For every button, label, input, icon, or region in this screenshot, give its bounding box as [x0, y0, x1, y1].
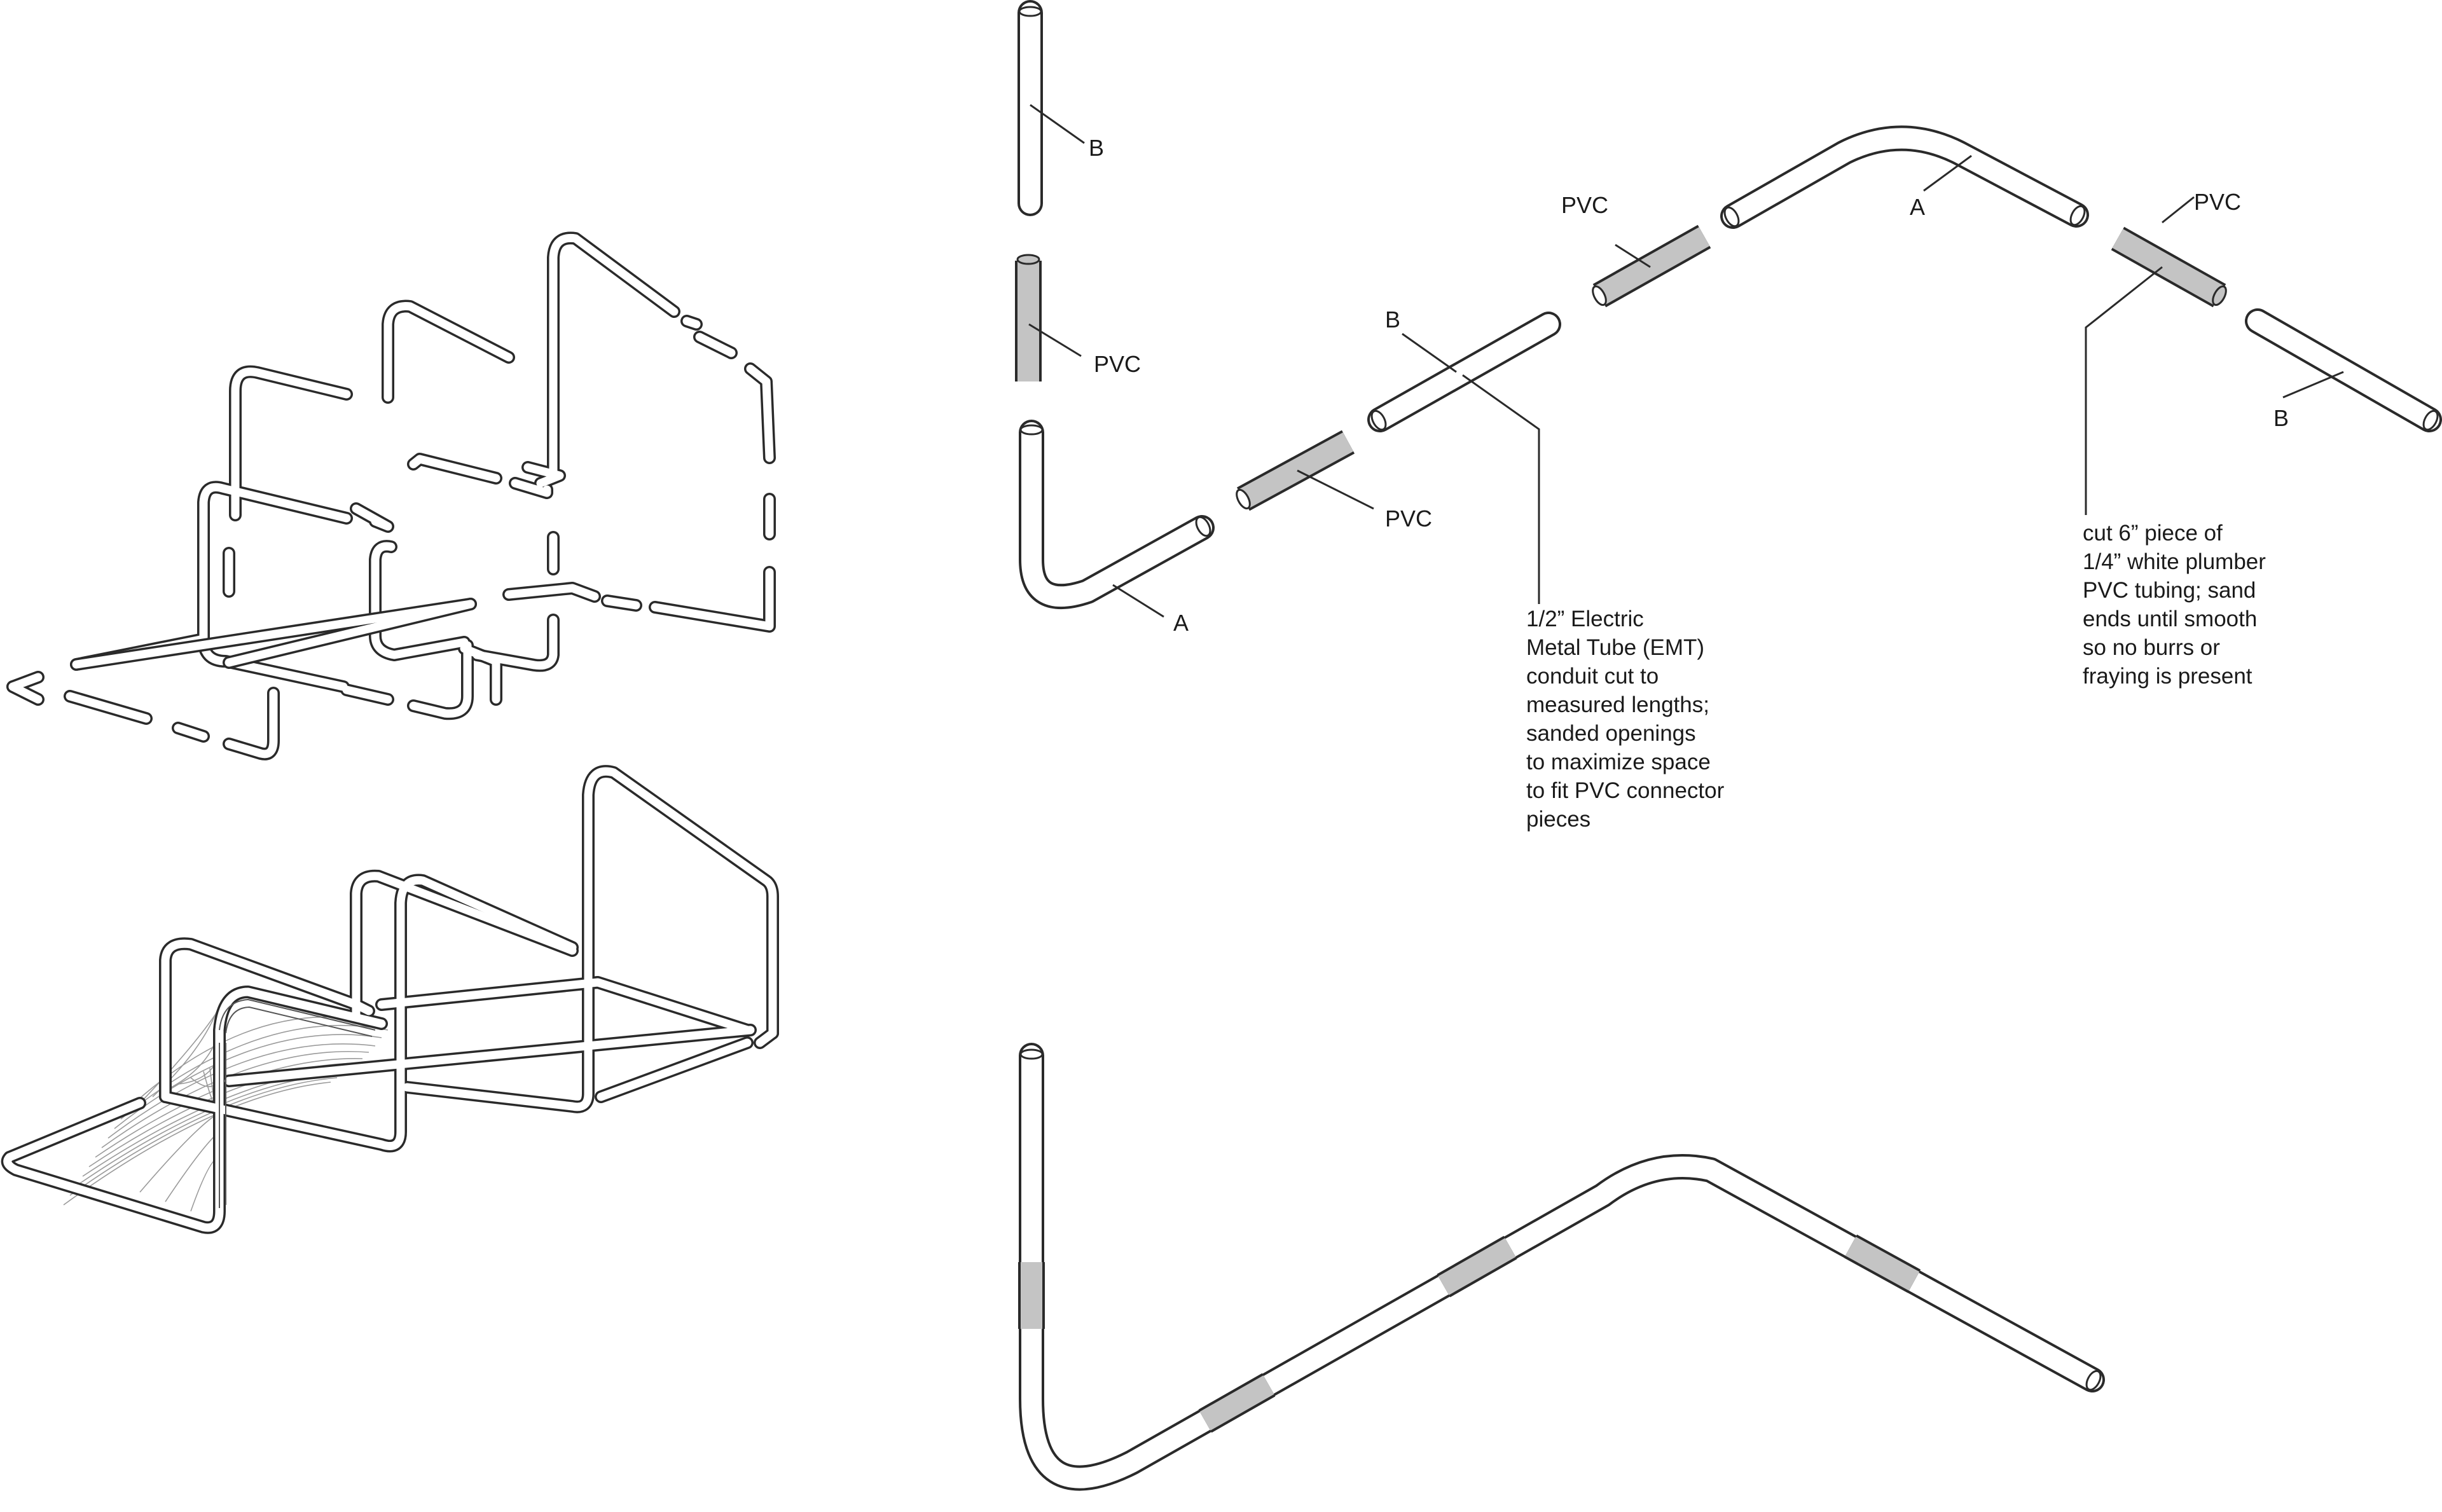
tube-b-vertical [1018, 0, 1043, 216]
exploded-frame-drawing [6, 231, 776, 760]
note-pvc-line: fraying is present [2083, 664, 2252, 689]
tube-a-elbow [1019, 420, 1215, 610]
pvc-vertical [1015, 254, 1042, 381]
tube-a-arch [1720, 125, 2089, 229]
seat-edge-hatch [219, 998, 376, 1208]
note-pvc-line: ends until smooth [2083, 607, 2257, 631]
pvc-center-high [1592, 224, 1711, 308]
note-pvc: cut 6” piece of 1/4” white plumber PVC t… [2083, 521, 2272, 689]
label-a-top: A [1910, 194, 1925, 220]
assembled-chair-drawing [1, 765, 779, 1234]
label-a-elbow: A [1173, 610, 1189, 636]
assembled-pvc-joints [1018, 1234, 1921, 1433]
tube-b-right [2245, 308, 2442, 432]
label-b-right: B [2273, 405, 2289, 431]
leader-lines [1028, 104, 2344, 618]
note-emt-line: pieces [1526, 807, 1590, 832]
assembled-tube [1018, 1043, 2105, 1491]
note-pvc-line: cut 6” piece of [2083, 521, 2223, 546]
note-pvc-line: 1/4” white plumber [2083, 549, 2266, 574]
label-pvc-center-high: PVC [1561, 192, 1608, 218]
pvc-right [2111, 226, 2227, 308]
pvc-center-low [1236, 430, 1355, 511]
label-b-center: B [1385, 306, 1400, 333]
label-pvc-right: PVC [2194, 189, 2241, 215]
note-pvc-line: PVC tubing; sand [2083, 578, 2256, 603]
exploded-tube-parts: B PVC A PVC B PVC A PVC B 1/2” Electric … [1015, 0, 2442, 832]
note-emt-line: to fit PVC connector [1526, 778, 1725, 803]
label-pvc-left: PVC [1094, 351, 1141, 377]
note-emt-line: Metal Tube (EMT) [1526, 635, 1704, 660]
note-emt-line: to maximize space [1526, 750, 1711, 774]
note-emt-line: sanded openings [1526, 721, 1696, 746]
label-b-top: B [1089, 135, 1104, 161]
tube-b-center [1367, 312, 1561, 432]
note-emt-line: measured lengths; [1526, 692, 1709, 717]
note-emt: 1/2” Electric Metal Tube (EMT) conduit c… [1526, 607, 1730, 832]
note-emt-line: conduit cut to [1526, 664, 1659, 689]
note-pvc-line: so no burrs or [2083, 635, 2220, 660]
label-pvc-center-low: PVC [1385, 505, 1432, 532]
note-emt-line: 1/2” Electric [1526, 607, 1644, 631]
